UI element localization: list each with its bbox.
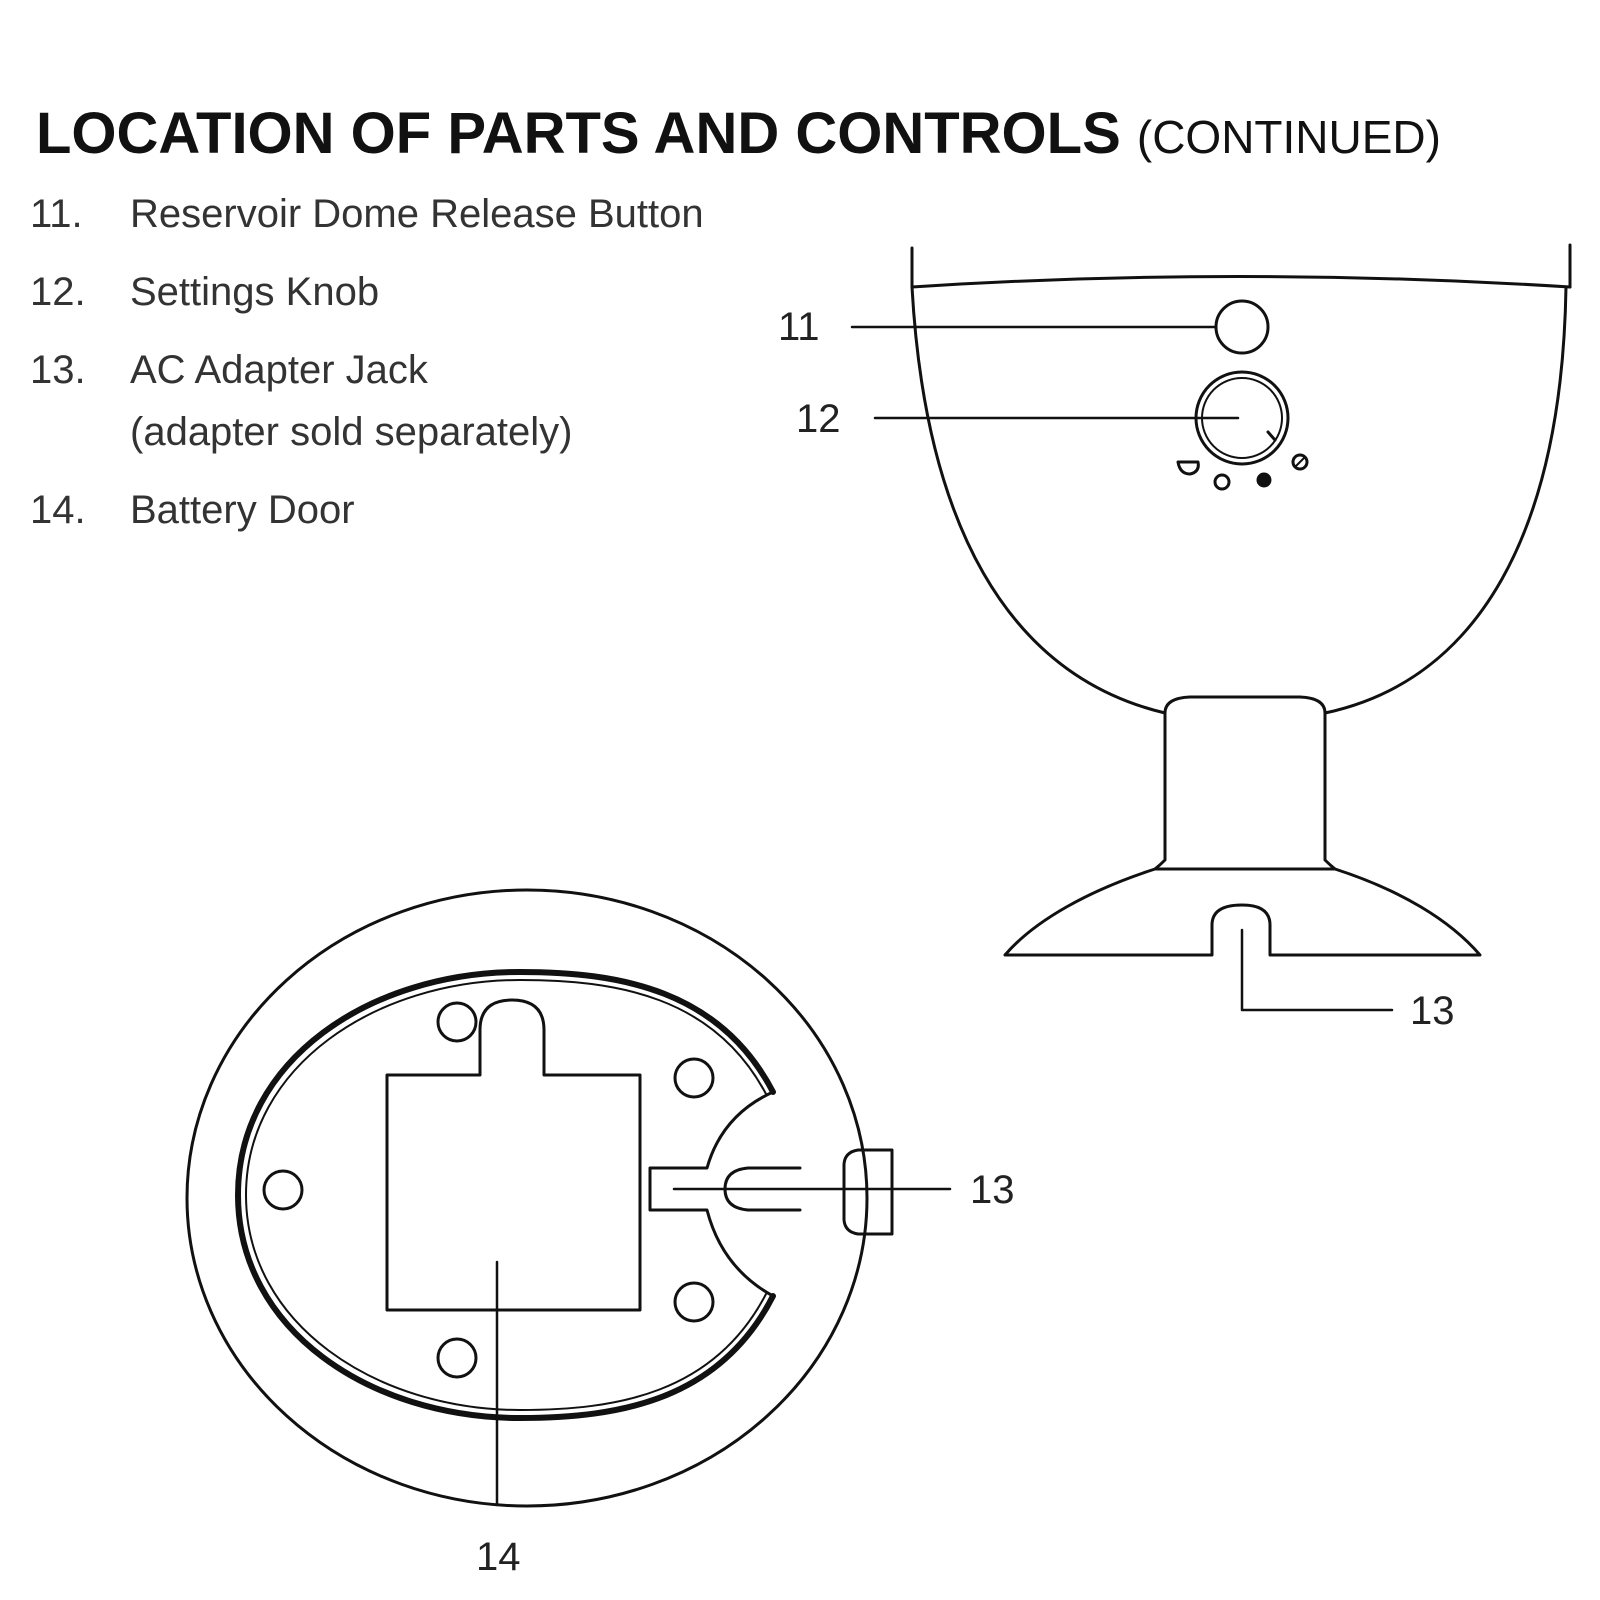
setting-icon-4 — [1291, 453, 1309, 471]
list-item: 13. AC Adapter Jack (adapter sold separa… — [30, 346, 704, 456]
knob-setting-icons — [1176, 453, 1309, 491]
setting-icon-3 — [1256, 472, 1272, 488]
ac-adapter-jack-plug — [842, 1148, 894, 1236]
setting-icon-1 — [1176, 460, 1200, 476]
title-continued: (CONTINUED) — [1136, 111, 1441, 163]
list-item: 11. Reservoir Dome Release Button — [30, 190, 704, 238]
list-item: 14. Battery Door — [30, 486, 704, 534]
reservoir-dome-release-button — [1214, 299, 1270, 355]
part-label: Reservoir Dome Release Button — [130, 192, 704, 236]
part-number: 14. — [30, 488, 86, 532]
setting-icon-2 — [1213, 473, 1231, 491]
title-main: LOCATION OF PARTS AND CONTROLS — [36, 101, 1121, 166]
callout-label-14: 14 — [476, 1535, 521, 1579]
bottom-inner-rim — [235, 969, 776, 1421]
page-title: LOCATION OF PARTS AND CONTROLS (CONTINUE… — [36, 100, 1441, 167]
list-item: 12. Settings Knob — [30, 268, 704, 316]
callout-label-13-side: 13 — [1410, 989, 1455, 1033]
part-note: (adapter sold separately) — [130, 410, 573, 454]
part-number: 11. — [30, 192, 83, 236]
callout-line-13-side — [1240, 928, 1394, 1012]
neck — [1153, 695, 1337, 871]
part-number: 13. — [30, 348, 86, 392]
bottom-outer-rim — [185, 888, 869, 1508]
screw-hole — [673, 1281, 715, 1323]
setting-icon-4-slash — [1294, 456, 1306, 468]
reservoir-bowl — [910, 285, 1568, 715]
screw-hole — [436, 1337, 478, 1379]
screw-hole — [436, 1001, 478, 1043]
parts-list: 11. Reservoir Dome Release Button 12. Se… — [30, 190, 704, 564]
bottom-inner-rim-line — [245, 979, 767, 1411]
part-label: Settings Knob — [130, 270, 380, 314]
knob-pointer — [1266, 430, 1277, 442]
base — [1003, 867, 1482, 957]
screw-hole — [673, 1057, 715, 1099]
jack-recess — [648, 1090, 775, 1298]
callout-label-11: 11 — [778, 305, 820, 349]
part-label: Battery Door — [130, 488, 355, 532]
part-label: AC Adapter Jack — [130, 348, 428, 392]
screw-hole — [262, 1169, 304, 1211]
side-view — [910, 243, 1572, 957]
bottom-view — [185, 888, 894, 1508]
callout-label-13-bottom: 13 — [970, 1168, 1015, 1212]
battery-door — [385, 998, 642, 1312]
callout-label-12: 12 — [796, 397, 841, 441]
part-number: 12. — [30, 270, 86, 314]
reservoir-dome-top-line — [910, 275, 1572, 289]
